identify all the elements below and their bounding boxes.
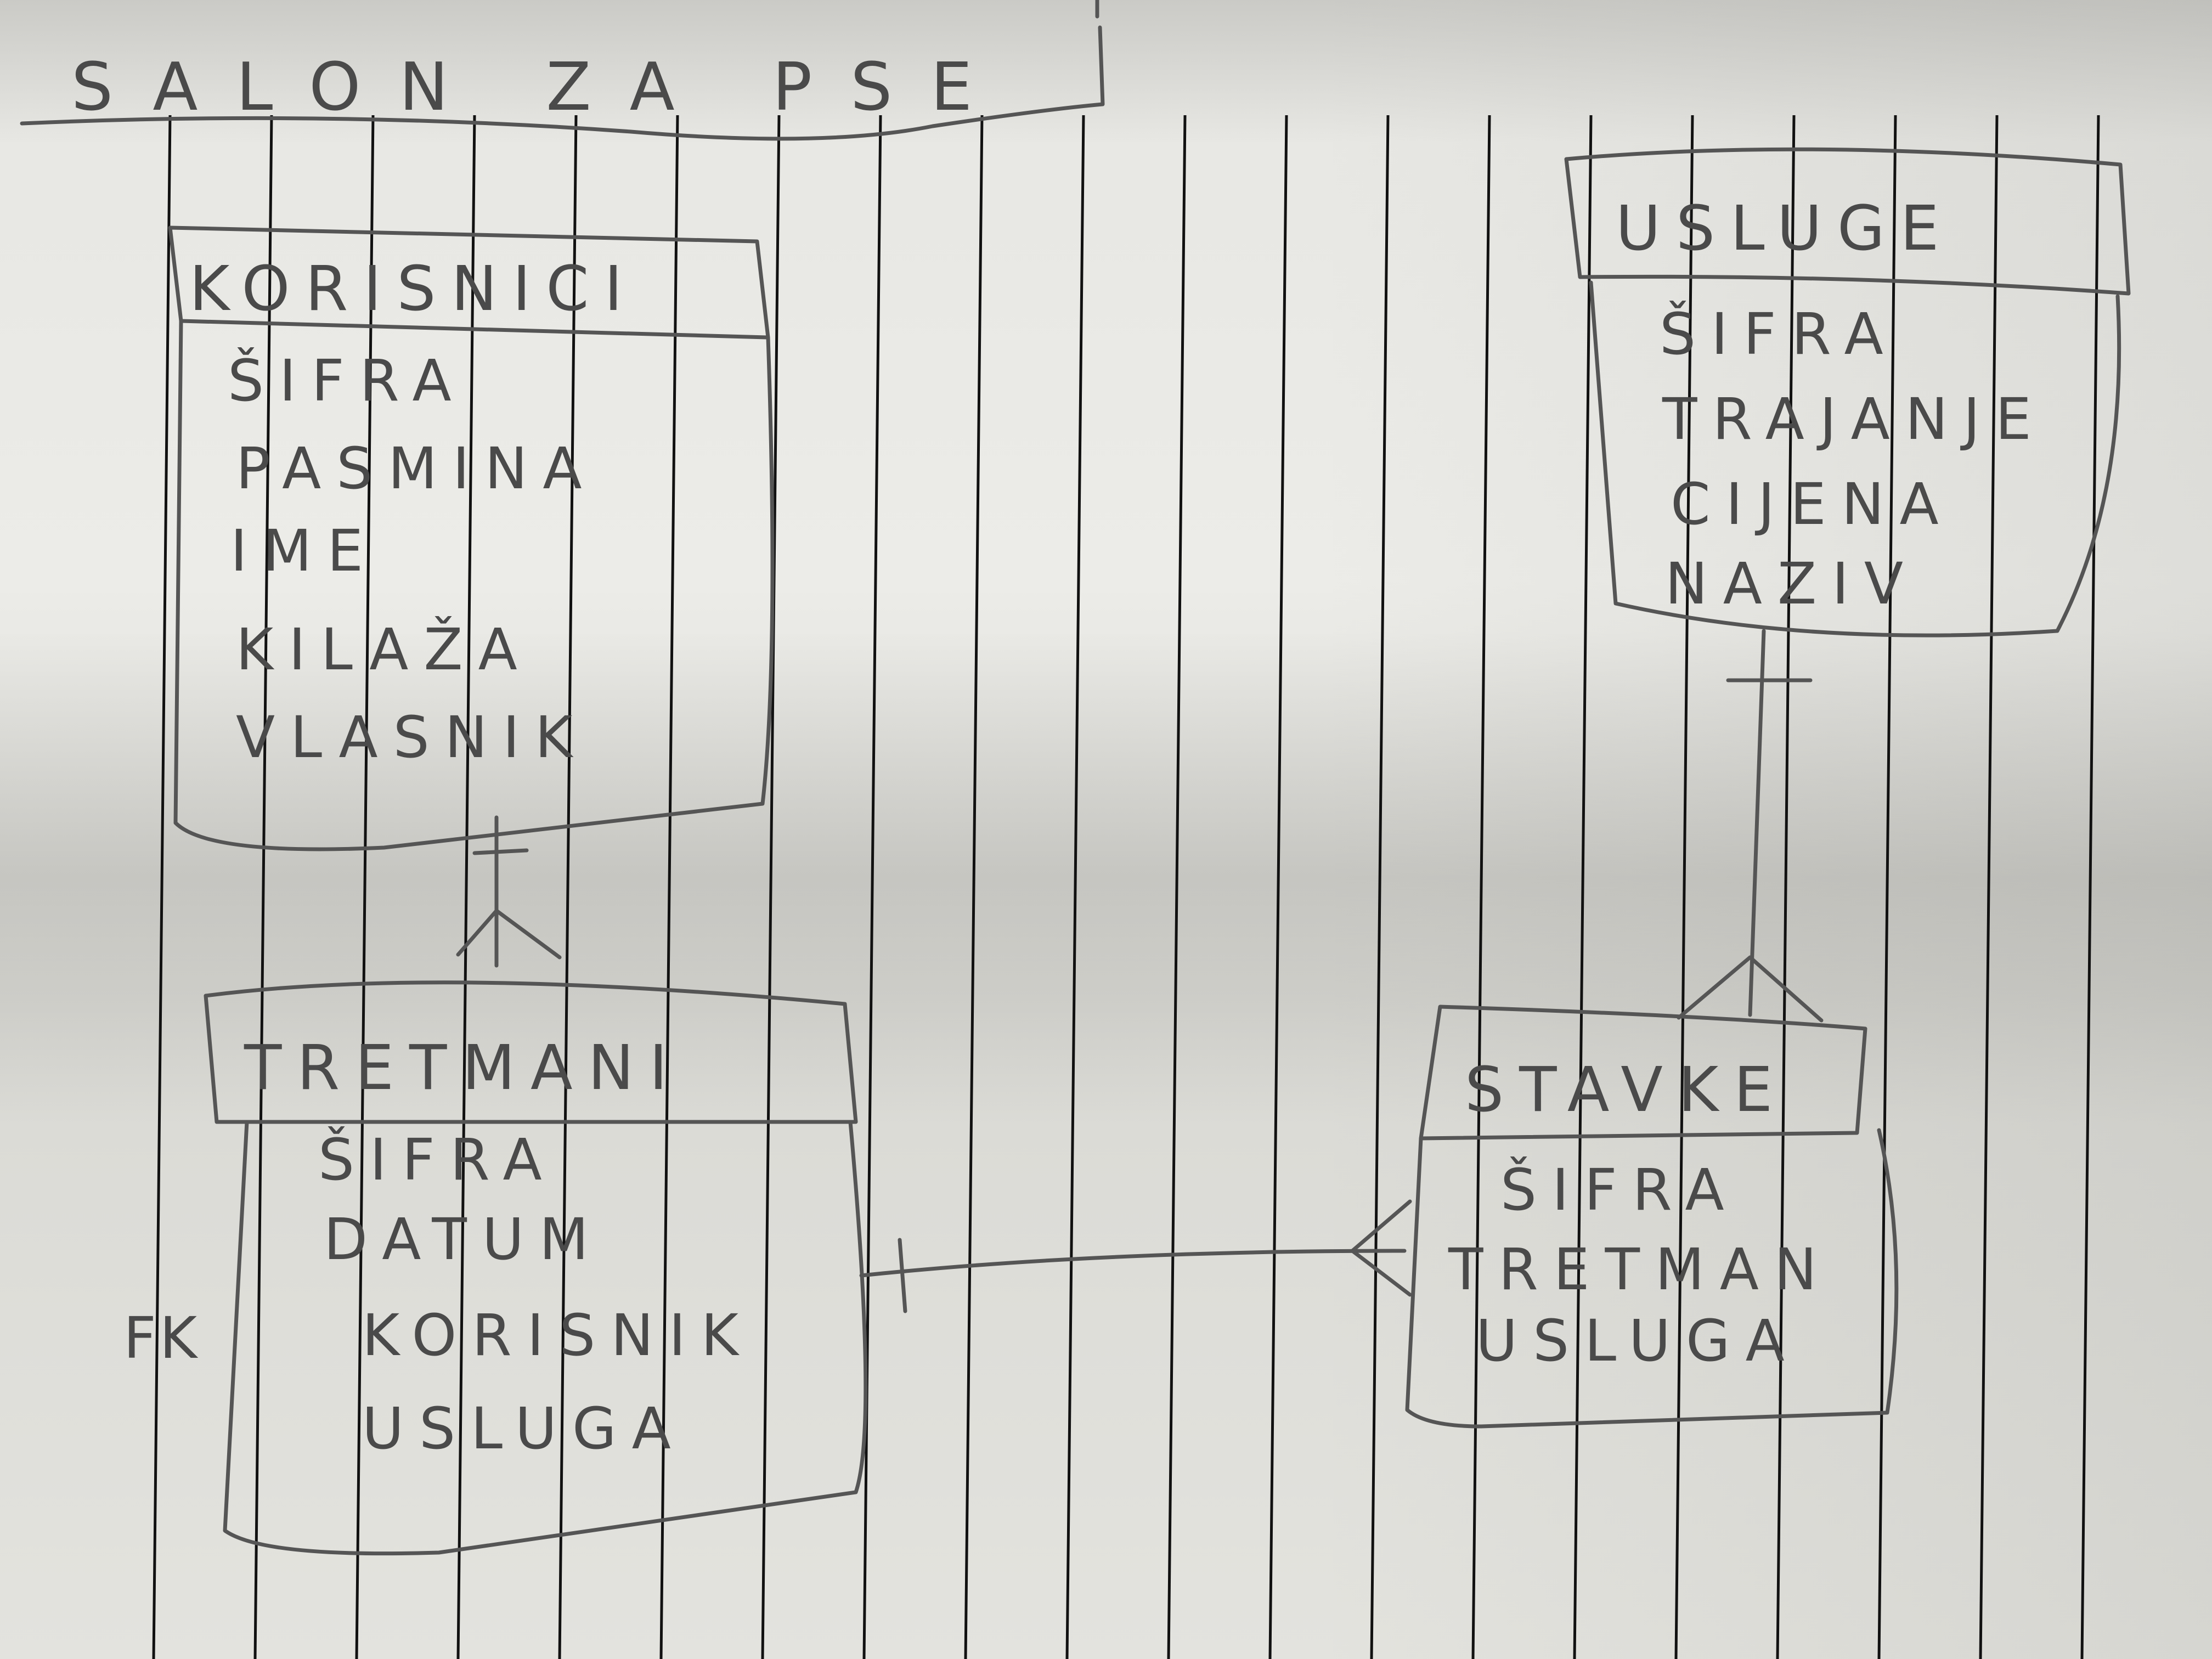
ruled-line — [2080, 115, 2100, 1659]
ruled-line — [1471, 115, 1491, 1659]
entity-tretmani-attr-2: KORISNIK — [362, 1302, 754, 1369]
entity-korisnici: KORISNICI ŠIFRA PASMINA IME KILAŽA VLASN… — [168, 225, 775, 851]
entity-tretmani-name: TRETMANI — [244, 1032, 682, 1104]
entity-korisnici-attr-3: KILAŽA — [236, 616, 533, 683]
relationship-line — [859, 1249, 1407, 1278]
entity-korisnici-name: KORISNICI — [189, 253, 637, 325]
relationship-korisnici-tretmani — [456, 815, 562, 968]
entity-stavke: STAVKE ŠIFRA TRETMAN USLUGA — [1405, 1005, 1899, 1429]
entity-stavke-name: STAVKE — [1465, 1054, 1788, 1126]
entity-usluge-body-box — [1589, 280, 2121, 637]
entity-stavke-attr-1: TRETMAN — [1448, 1236, 1832, 1303]
entity-stavke-body-box — [1405, 1128, 1899, 1429]
entity-tretmani-body-box — [223, 1120, 868, 1556]
diagram-title: SALON ZA PSE — [71, 49, 1011, 126]
entity-tretmani-attr-0: ŠIFRA — [318, 1126, 557, 1193]
entity-usluge-attr-3: NAZIV — [1665, 550, 1918, 617]
entity-usluge-name: USLUGE — [1616, 193, 1954, 264]
crowfoot-icon — [1350, 1199, 1412, 1297]
entity-usluge-attr-1: TRAJANJE — [1662, 386, 2047, 453]
ruled-line — [964, 115, 984, 1659]
entity-usluge-header-box — [1564, 147, 2131, 296]
entity-korisnici-attr-0: ŠIFRA — [228, 347, 467, 414]
title-banner: SALON ZA PSE — [20, 25, 1105, 141]
entity-tretmani: TRETMANI ŠIFRA DATUM KORISNIK USLUGA FK — [123, 980, 868, 1556]
entity-korisnici-attr-4: VLASNIK — [236, 704, 588, 771]
crowfoot-icon — [1677, 955, 1824, 1023]
ruled-lines — [152, 115, 2100, 1659]
entity-tretmani-header-box — [204, 980, 858, 1124]
ruled-line — [152, 115, 172, 1659]
relationship-tretmani-stavke — [859, 1199, 1412, 1313]
entity-usluge-attr-2: CIJENA — [1671, 471, 1954, 538]
relationship-usluge-stavke — [1677, 629, 1824, 1023]
foreign-key-label: FK — [123, 1305, 200, 1372]
one-mark-icon — [472, 848, 529, 855]
entity-korisnici-attr-1: PASMINA — [236, 435, 597, 502]
ruled-line — [1167, 115, 1187, 1659]
entity-korisnici-body-box — [173, 319, 775, 851]
entity-stavke-attr-2: USLUGA — [1476, 1307, 1800, 1374]
entity-korisnici-attr-2: IME — [230, 517, 379, 584]
ruled-line — [1776, 115, 1796, 1659]
ruled-line — [1877, 115, 1897, 1659]
ruled-line — [253, 115, 273, 1659]
ruled-line — [761, 115, 781, 1659]
ruled-line — [1065, 115, 1085, 1659]
ruled-line — [558, 115, 578, 1659]
ruled-line — [1674, 115, 1694, 1659]
ruled-line — [456, 115, 476, 1659]
ruled-line — [1979, 115, 1999, 1659]
one-mark-icon — [898, 1238, 907, 1313]
ruled-line — [659, 115, 679, 1659]
crowfoot-icon — [456, 909, 562, 960]
entity-stavke-header-box — [1419, 1005, 1867, 1141]
relationship-line — [1748, 629, 1766, 1017]
ruled-line — [1370, 115, 1390, 1659]
entity-stavke-attr-0: ŠIFRA — [1500, 1156, 1740, 1223]
ruled-line — [355, 115, 375, 1659]
entity-tretmani-attr-1: DATUM — [324, 1206, 604, 1273]
ruled-line — [1573, 115, 1593, 1659]
ruled-line — [1268, 115, 1288, 1659]
entity-usluge: USLUGE ŠIFRA TRAJANJE CIJENA NAZIV — [1564, 147, 2131, 637]
entity-tretmani-attr-3: USLUGA — [362, 1395, 686, 1462]
entity-usluge-attr-0: ŠIFRA — [1660, 301, 1899, 368]
title-underline — [20, 25, 1105, 141]
